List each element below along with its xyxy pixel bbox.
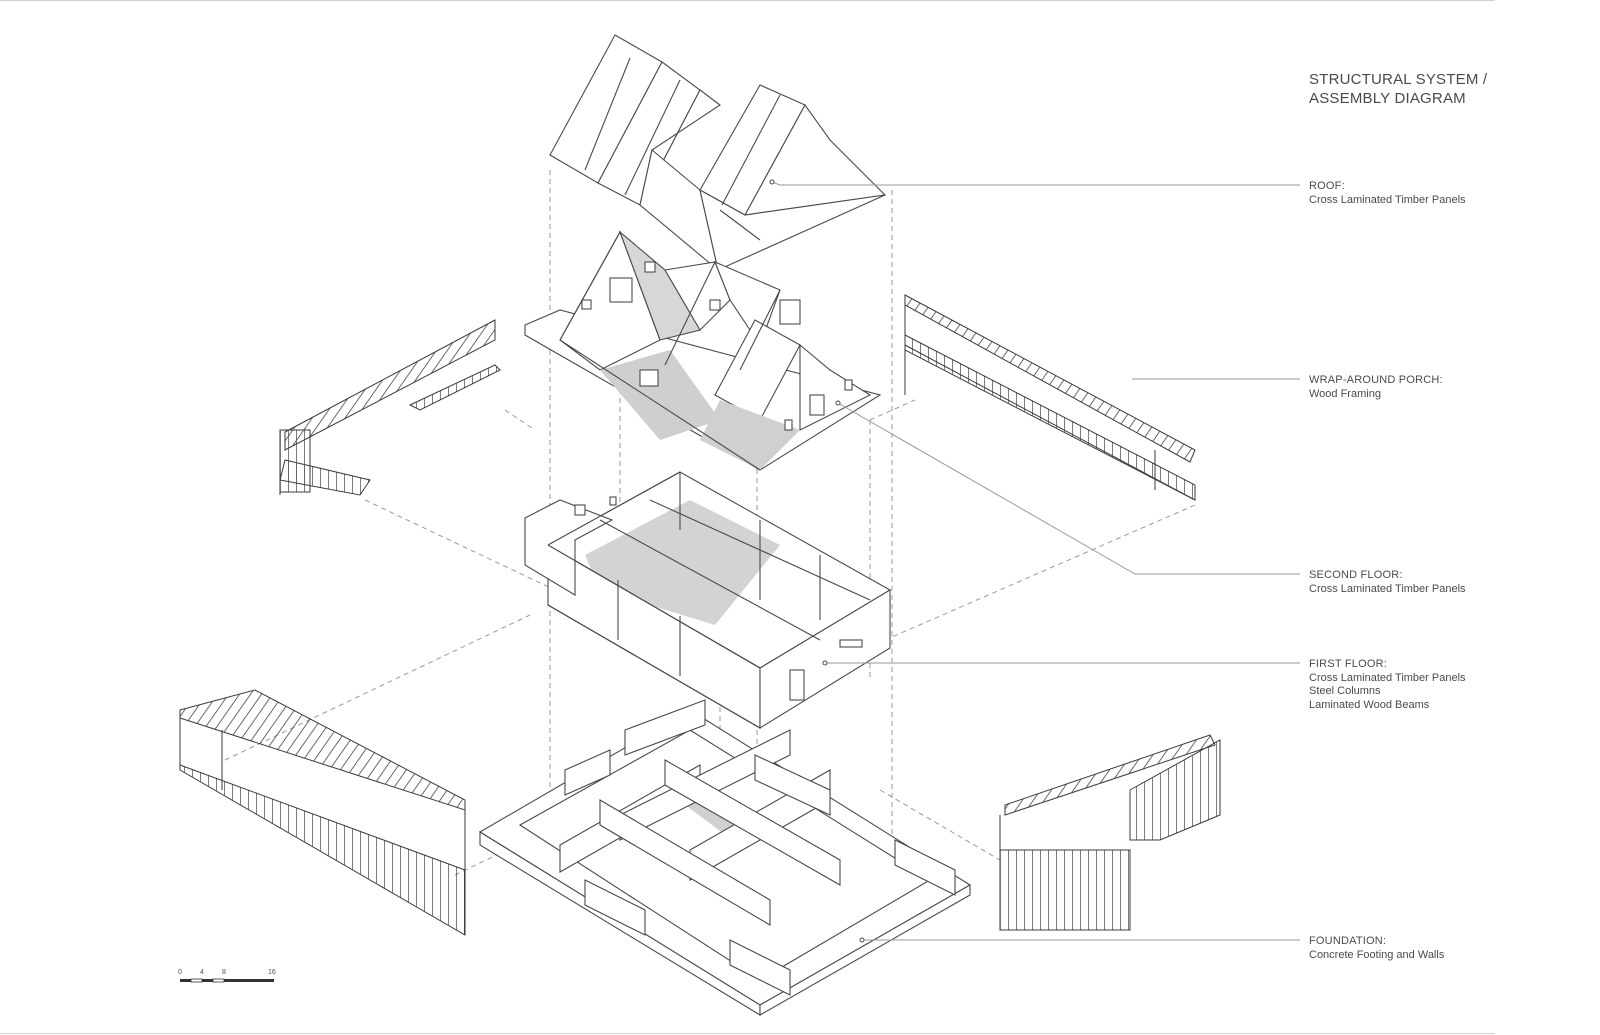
callout-second-floor-heading: SECOND FLOOR: [1309,569,1403,581]
porch-frame-right-upper [904,294,1196,501]
diagram-title: STRUCTURAL SYSTEM / ASSEMBLY DIAGRAM [1309,70,1487,108]
callout-porch: WRAP-AROUND PORCH: Wood Framing [1309,374,1443,401]
callout-first-floor-line-1: Cross Laminated Timber Panels [1309,671,1466,684]
top-border [0,0,1495,1]
roof-panels [549,34,887,272]
scale-tick-4: 4 [200,969,204,976]
callout-second-floor-line: Cross Laminated Timber Panels [1309,582,1466,595]
callout-porch-heading: WRAP-AROUND PORCH: [1309,374,1443,386]
title-line-1: STRUCTURAL SYSTEM / [1309,71,1488,88]
callout-foundation-line: Concrete Footing and Walls [1309,948,1445,961]
scale-bar: 0 4 8 16 [178,969,276,983]
callout-roof-heading: ROOF: [1309,180,1345,192]
scale-tick-8: 8 [222,969,226,976]
porch-frame-left-lower [179,689,466,936]
callout-first-floor-line-2: Steel Columns [1309,685,1381,697]
scale-tick-16: 16 [268,969,276,976]
callout-foundation-heading: FOUNDATION: [1309,935,1387,947]
callout-foundation: FOUNDATION: Concrete Footing and Walls [1309,935,1444,962]
porch-frame-left-upper [279,319,501,496]
second-floor-panels [524,230,882,471]
callout-porch-line: Wood Framing [1309,387,1381,400]
porch-frame-right-lower [999,734,1221,931]
first-floor-frame [524,471,892,729]
foundation-walls [478,699,972,1016]
callout-roof-line: Cross Laminated Timber Panels [1309,193,1466,206]
scale-tick-0: 0 [178,969,182,976]
callout-first-floor-line-3: Laminated Wood Beams [1309,698,1430,711]
callout-second-floor: SECOND FLOOR: Cross Laminated Timber Pan… [1309,569,1466,596]
callout-first-floor-heading: FIRST FLOOR: [1309,658,1387,670]
leader-dots [769,179,865,943]
callout-roof: ROOF: Cross Laminated Timber Panels [1309,180,1466,207]
title-line-2: ASSEMBLY DIAGRAM [1309,90,1466,107]
callout-first-floor: FIRST FLOOR: Cross Laminated Timber Pane… [1309,658,1466,712]
bottom-border [0,1033,1495,1034]
leader-lines [771,181,1300,941]
